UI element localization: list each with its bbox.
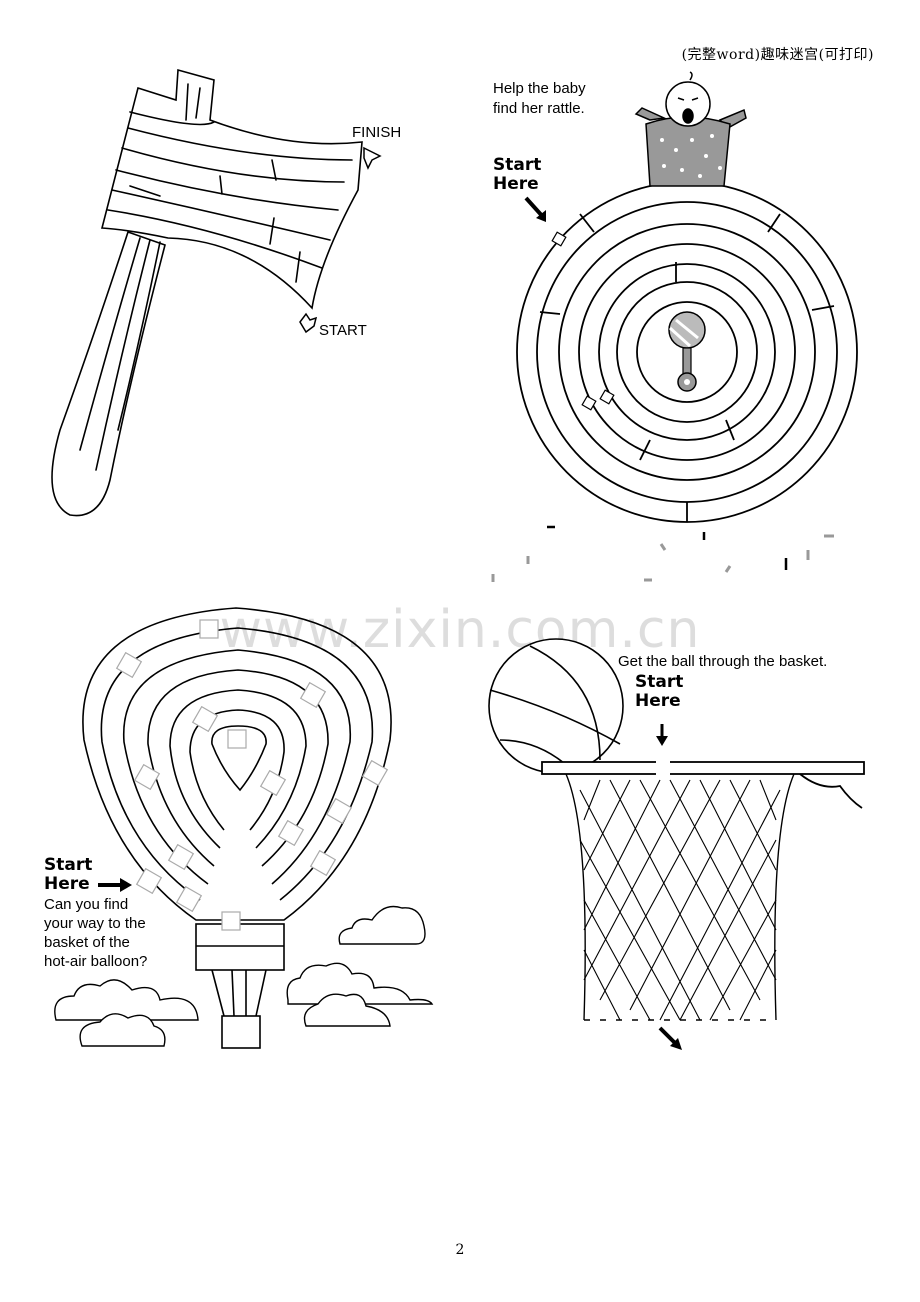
rattle-instruction-line1: Help the baby [493,80,586,97]
basketball-start-label: Start [635,672,684,692]
basketball-here-label: Here [635,691,681,711]
rattle-instruction-line2: find her rattle. [493,100,585,117]
document-title: (完整word)趣味迷宫(可打印) [681,47,874,63]
balloon-here-label: Here [44,874,90,894]
rattle-maze [491,71,858,582]
rattle-here-label: Here [493,174,539,194]
net-mesh [579,779,781,1021]
start-label: START [319,322,367,339]
page-number: 2 [455,1242,465,1258]
balloon-start-label: Start [44,855,93,875]
rattle-icon [668,311,706,392]
balloon-question-line1: Can you find [44,896,129,913]
rattle-start-label: Start [493,155,542,175]
balloon-question-line2: your way to the [44,915,146,932]
baby-icon [634,71,747,187]
basketball-icon [488,638,624,774]
clouds-right-group [286,905,434,1027]
balloon-question-line3: basket of the [44,934,130,951]
balloon-maze [54,607,392,1049]
balloon-question-line4: hot-air balloon? [44,953,148,970]
basketball-instruction: Get the ball through the basket. [618,653,828,670]
hammer-maze [51,68,382,517]
finish-label: FINISH [352,124,402,141]
basketball-maze [488,638,865,1050]
